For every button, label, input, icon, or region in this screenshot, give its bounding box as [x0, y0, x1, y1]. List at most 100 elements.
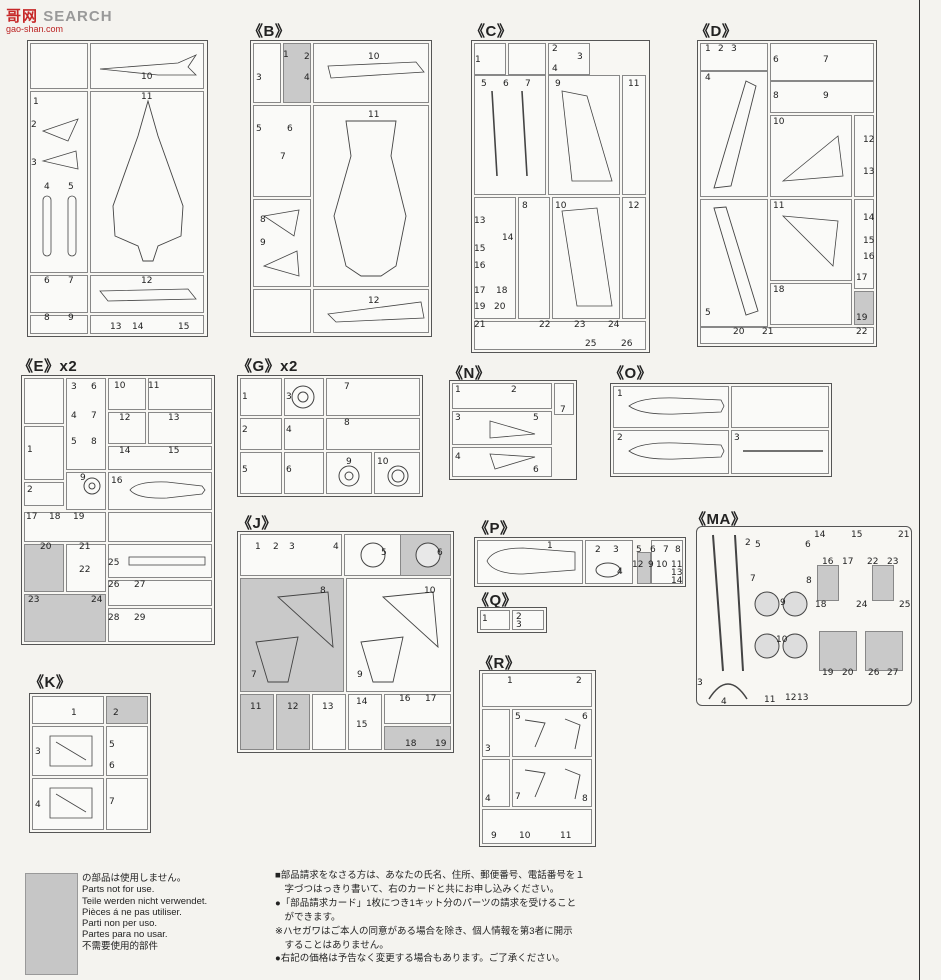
- part-b8-number: 8: [260, 215, 266, 225]
- part-k7-number: 7: [109, 797, 115, 807]
- part-e24-number: 24: [91, 595, 103, 605]
- part-a3-number: 3: [31, 158, 37, 168]
- part-o1-pod-shape: [628, 397, 725, 415]
- part-ma9-dial-shapes: [754, 591, 808, 617]
- unused-parts-legend: の部品は使用しません。 Parts not for use. Teile wer…: [82, 873, 207, 952]
- part-e3-number: 3: [71, 382, 77, 392]
- part-j13-number: 13: [322, 702, 334, 712]
- part-d6-number: 6: [773, 55, 779, 65]
- part-p14-number: 14: [671, 576, 683, 586]
- part-a12-shape: [99, 288, 197, 302]
- part-c15-number: 15: [474, 244, 486, 254]
- part-e13-number: 13: [168, 413, 180, 423]
- part-p12-number: 12: [632, 560, 644, 570]
- notes-line: 字づつはっきり書いて、右のカードと共にお申し込みください。: [275, 883, 560, 895]
- part-j11-number: 11: [250, 702, 262, 712]
- part-ma26-number: 26: [868, 668, 880, 678]
- part-c2-number: 2: [552, 44, 558, 54]
- part-c22-number: 22: [539, 320, 551, 330]
- part-c23-number: 23: [574, 320, 586, 330]
- part-j6-number: 6: [437, 548, 443, 558]
- part-e2-number: 2: [27, 485, 33, 495]
- part-c5-c6-shapes: [491, 90, 528, 177]
- part-o2-pod-shape: [628, 442, 725, 460]
- part-b10-number: 10: [368, 52, 380, 62]
- notes-line: ※ハセガワはご本人の同意がある場合を除き、個人情報を第3者に開示: [275, 925, 573, 937]
- part-o1-number: 1: [617, 389, 623, 399]
- part-p10-number: 10: [656, 560, 668, 570]
- part-b9-number: 9: [260, 238, 266, 248]
- part-e10-number: 10: [114, 381, 126, 391]
- part-p5-number: 5: [636, 545, 642, 555]
- legend-line-it: Parti non per uso.: [82, 918, 157, 930]
- part-c19-number: 19: [474, 302, 486, 312]
- part-c17-number: 17: [474, 286, 486, 296]
- part-d20-number: 20: [733, 327, 745, 337]
- part-r5-r6-strut-shapes: [524, 718, 581, 750]
- part-e7-number: 7: [91, 411, 97, 421]
- part-c6-number: 6: [503, 79, 509, 89]
- part-n4-number: 4: [455, 452, 461, 462]
- sprue-a-frame: [27, 40, 208, 337]
- part-e19-number: 19: [73, 512, 85, 522]
- unused-parts-swatch: [25, 873, 78, 975]
- part-j7-number: 7: [251, 670, 257, 680]
- part-a14-number: 14: [132, 322, 144, 332]
- part-ma9-number: 9: [780, 598, 786, 608]
- part-b6-number: 6: [287, 124, 293, 134]
- part-d14-number: 14: [863, 213, 875, 223]
- part-j14-number: 14: [356, 697, 368, 707]
- part-b12-number: 12: [368, 296, 380, 306]
- part-n6-number: 6: [533, 465, 539, 475]
- sprue-g-frame: [237, 375, 423, 497]
- part-d2-number: 2: [718, 44, 724, 54]
- part-e15-number: 15: [168, 446, 180, 456]
- part-j7-j8-fin-shapes: [255, 591, 334, 683]
- part-n2-number: 2: [511, 385, 517, 395]
- part-p9-number: 9: [648, 560, 654, 570]
- part-c21-number: 21: [474, 320, 486, 330]
- part-ma6-number: 6: [805, 540, 811, 550]
- part-r10-number: 10: [519, 831, 531, 841]
- part-p4-shape: [595, 562, 621, 578]
- part-c12-number: 12: [628, 201, 640, 211]
- legend-line-fr: Pièces á ne pas utiliser.: [82, 906, 182, 918]
- page-right-border: [919, 0, 920, 980]
- part-g2-number: 2: [242, 425, 248, 435]
- part-j18-number: 18: [405, 739, 417, 749]
- part-r5-number: 5: [515, 712, 521, 722]
- sprue-d-frame: [697, 40, 877, 347]
- sprue-ma-label: 《MA》: [691, 511, 747, 528]
- part-a10-fuselage-shape: [99, 54, 198, 76]
- part-q3-number: 3: [516, 620, 522, 630]
- part-e5-number: 5: [71, 437, 77, 447]
- part-p2-number: 2: [595, 545, 601, 555]
- part-ma15-number: 15: [851, 530, 863, 540]
- part-c25-number: 25: [585, 339, 597, 349]
- part-k2-number: 2: [113, 708, 119, 718]
- part-e16-pod-shape: [129, 481, 206, 499]
- part-g10-number: 10: [377, 457, 389, 467]
- sprue-r-label: 《R》: [478, 655, 521, 672]
- sprue-ma-frame: [696, 526, 912, 706]
- part-e9-number: 9: [80, 473, 86, 483]
- part-d5-number: 5: [705, 308, 711, 318]
- part-g3-wheel-shape: [291, 385, 315, 409]
- part-c5-number: 5: [481, 79, 487, 89]
- part-c26-number: 26: [621, 339, 633, 349]
- part-g4-number: 4: [286, 425, 292, 435]
- part-c8-number: 8: [522, 201, 528, 211]
- part-k5-number: 5: [109, 740, 115, 750]
- legend-line-zh: 不需要使用的部件: [82, 940, 159, 952]
- part-ma4-number: 4: [721, 697, 727, 707]
- part-j15-number: 15: [356, 720, 368, 730]
- sprue-k-label: 《K》: [29, 674, 72, 691]
- part-d17-number: 17: [856, 273, 868, 283]
- part-r8-number: 8: [582, 794, 588, 804]
- part-c9-tail-shape: [561, 90, 613, 182]
- part-ma3-hoop-shape: [708, 683, 748, 700]
- part-a10-number: 10: [141, 72, 153, 82]
- sprue-n-frame: [449, 380, 577, 480]
- part-d18-number: 18: [773, 285, 785, 295]
- part-e14-number: 14: [119, 446, 131, 456]
